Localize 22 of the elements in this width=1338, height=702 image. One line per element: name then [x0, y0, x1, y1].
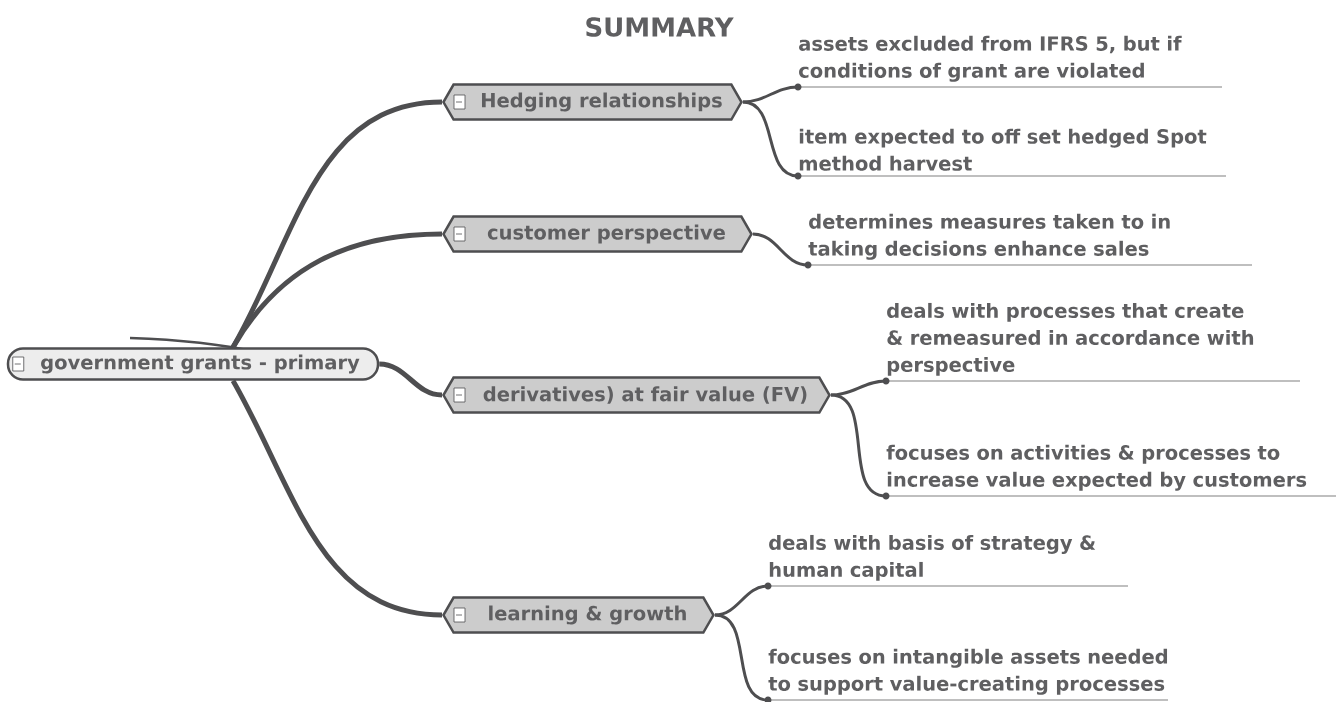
branch-line	[379, 361, 443, 398]
note-text: focuses on activities & processes to increase value expected by customers	[882, 444, 1337, 500]
topic-box: learning & growth	[442, 596, 715, 634]
note-text: determines measures taken to in taking decisions enhance sales	[804, 213, 1253, 269]
note-text: item expected to off set hedged Spot method harvest	[794, 128, 1227, 180]
branch-line	[830, 379, 887, 397]
branch-line	[830, 393, 887, 498]
note-text: focuses on intangible assets needed to support value-creating processes	[764, 648, 1169, 702]
branch-line	[742, 85, 799, 104]
topic-box: customer perspective	[442, 215, 753, 253]
branch-line	[742, 100, 799, 178]
branch-line	[714, 584, 769, 617]
branch-line	[230, 379, 443, 618]
topic-box: derivatives) at fair value (FV)	[442, 376, 831, 414]
branch-line	[752, 232, 809, 267]
note-text: deals with processes that create & remeasured in accordance with perspective	[882, 302, 1301, 385]
title: SUMMARY	[586, 17, 734, 37]
note-text: deals with basis of strategy & human capital	[764, 534, 1129, 590]
branch-line	[230, 231, 443, 349]
note-text: assets excluded from IFRS 5, but if conditions of grant are violated	[794, 35, 1223, 91]
root-box: government grants - primary	[6, 347, 380, 381]
topic-box: Hedging relationships	[442, 83, 743, 121]
